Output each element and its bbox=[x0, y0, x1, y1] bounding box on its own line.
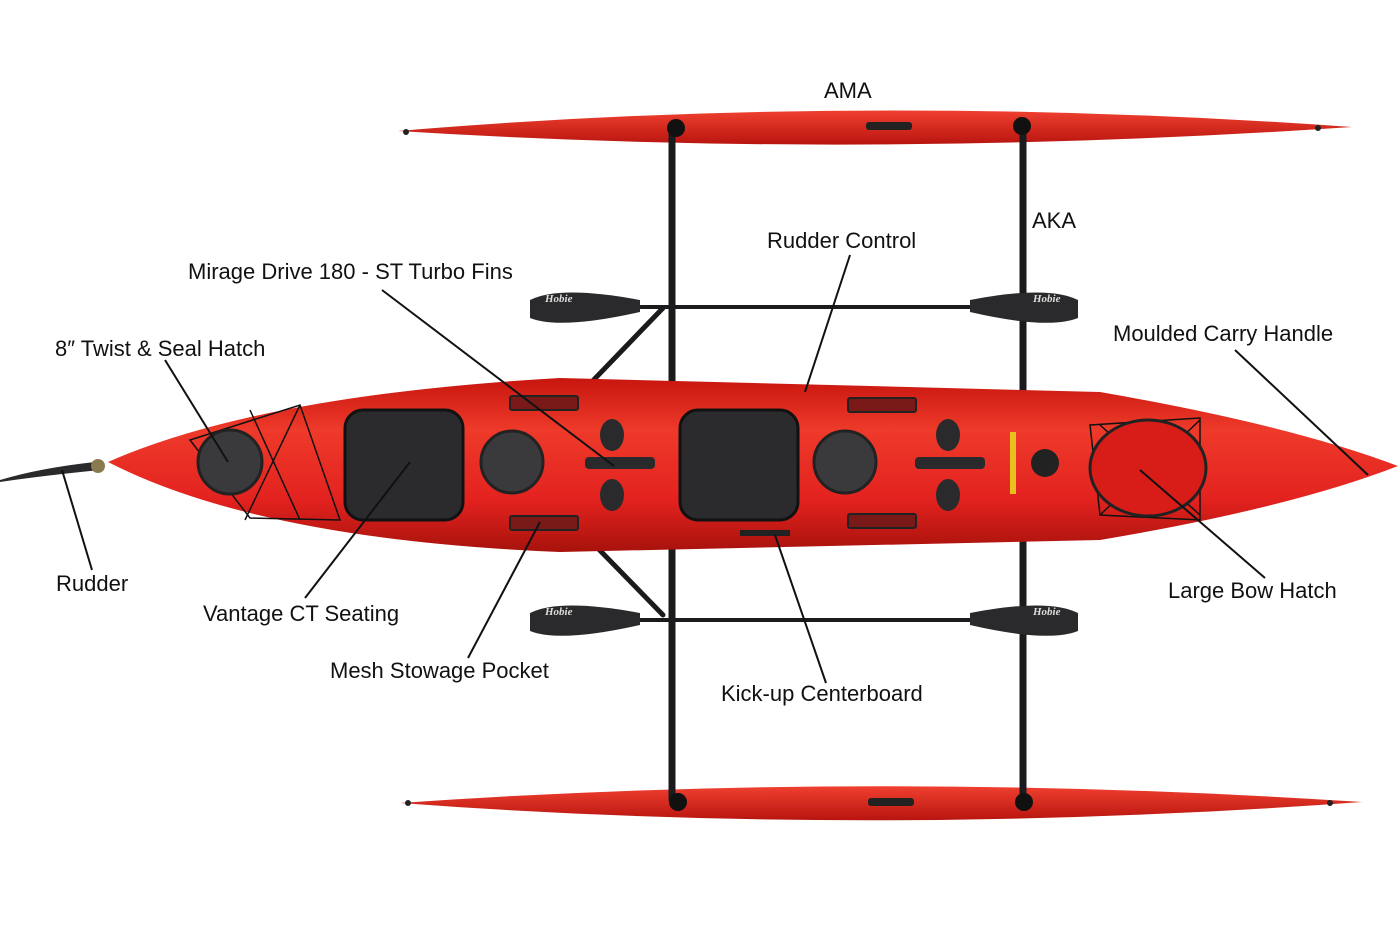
mirage-drives bbox=[585, 419, 985, 511]
label-mirage-drive: Mirage Drive 180 - ST Turbo Fins bbox=[188, 259, 513, 284]
label-mesh-pocket: Mesh Stowage Pocket bbox=[330, 658, 549, 683]
label-ama: AMA bbox=[824, 78, 872, 103]
label-centerboard: Kick-up Centerboard bbox=[721, 681, 923, 706]
hobie-logo: Hobie bbox=[544, 293, 573, 305]
leader-lines bbox=[61, 254, 1369, 684]
hobie-logo: Hobie bbox=[1032, 606, 1061, 618]
label-seating: Vantage CT Seating bbox=[203, 601, 399, 626]
label-aka: AKA bbox=[1032, 208, 1076, 233]
paddle-top: Hobie Hobie bbox=[530, 292, 1078, 323]
label-twist-seal-hatch: 8″ Twist & Seal Hatch bbox=[55, 336, 265, 361]
label-bow-hatch: Large Bow Hatch bbox=[1168, 578, 1337, 603]
label-rudder: Rudder bbox=[56, 571, 128, 596]
hatches bbox=[196, 418, 1208, 518]
label-carry-handle: Moulded Carry Handle bbox=[1113, 321, 1333, 346]
label-rudder-control: Rudder Control bbox=[767, 228, 916, 253]
hobie-logo: Hobie bbox=[1032, 293, 1061, 305]
seats bbox=[343, 408, 800, 522]
hobie-logo: Hobie bbox=[544, 606, 573, 618]
ama-fittings bbox=[403, 122, 1333, 806]
centerboard bbox=[740, 530, 790, 536]
rudder bbox=[0, 459, 105, 482]
